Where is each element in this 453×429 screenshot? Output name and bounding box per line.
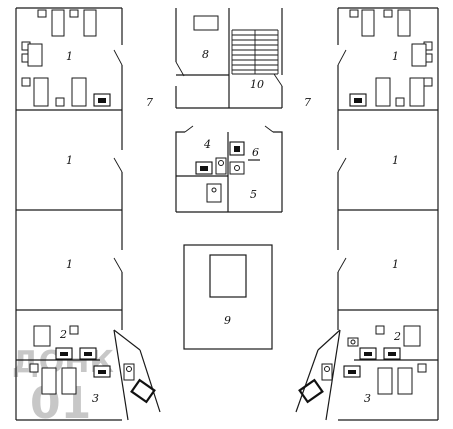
furniture-top-right: [349, 9, 433, 107]
room-5-label: 5: [250, 188, 257, 201]
bottom-right-unit: [295, 325, 438, 421]
room-3-label: 3: [364, 392, 371, 405]
stair: [231, 29, 279, 75]
centre-block: [175, 125, 283, 213]
room-10-label: 10: [250, 78, 264, 91]
room-7-label: 7: [304, 96, 311, 109]
outer-walls: [15, 7, 439, 421]
furniture-top-left: [21, 9, 111, 107]
room-1-label: 1: [392, 258, 399, 271]
room-9-label: 9: [224, 314, 231, 327]
room-4-label: 4: [203, 138, 211, 151]
room-2-label: 2: [59, 328, 67, 341]
room-labels: 1 1 1 1 1 1 2 2 3 3 4 5 6 7 7 8 9 10: [59, 48, 401, 405]
room-3-label: 3: [92, 392, 99, 405]
left-wing: [16, 8, 123, 330]
room-1-label: 1: [66, 258, 73, 271]
bottom-left-unit: [16, 325, 161, 421]
room-1-label: 1: [392, 50, 399, 63]
room-9: [183, 244, 273, 350]
room-1-label: 1: [66, 154, 73, 167]
room-1-label: 1: [66, 50, 73, 63]
room-7-label: 7: [146, 96, 153, 109]
room-1-label: 1: [392, 154, 399, 167]
table: [193, 15, 219, 31]
watermark-text-bottom: 01: [30, 378, 91, 429]
top-centre-block: [175, 8, 283, 109]
room-8-label: 8: [202, 48, 209, 61]
room-2-label: 2: [393, 330, 401, 343]
right-wing: [337, 8, 438, 330]
shower: [206, 183, 222, 203]
room-6-label: 6: [252, 146, 259, 159]
